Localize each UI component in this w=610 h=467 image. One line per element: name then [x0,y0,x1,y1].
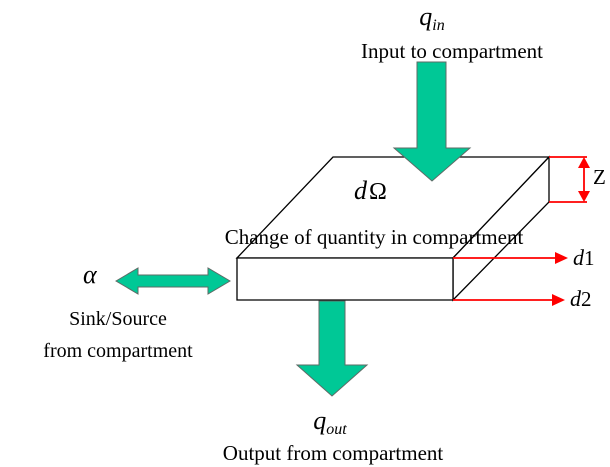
input-arrow [392,61,472,182]
z-dimension [549,156,590,203]
box-front-face [236,257,454,301]
z-label: Z [593,165,606,189]
compartment-box [235,155,551,302]
output-arrow [295,300,369,397]
change-label: Change of quantity in compartment [224,225,524,249]
d1-label: d1 [573,245,595,270]
d1-arrow [453,252,568,264]
input-label: Input to compartment [361,39,543,63]
output-label: Output from compartment [222,441,444,465]
d-omega-symbol: dΩ [354,176,387,205]
sink-source-double-arrow [115,267,231,295]
q-in-symbol: qin [419,2,445,34]
d2-label: d2 [570,286,592,311]
d2-arrow [453,294,565,306]
alpha-symbol: α [83,260,97,289]
sink-source-label-line1: Sink/Source [69,308,167,330]
sink-source-label-line2: from compartment [43,340,193,362]
q-out-symbol: qout [313,406,347,438]
